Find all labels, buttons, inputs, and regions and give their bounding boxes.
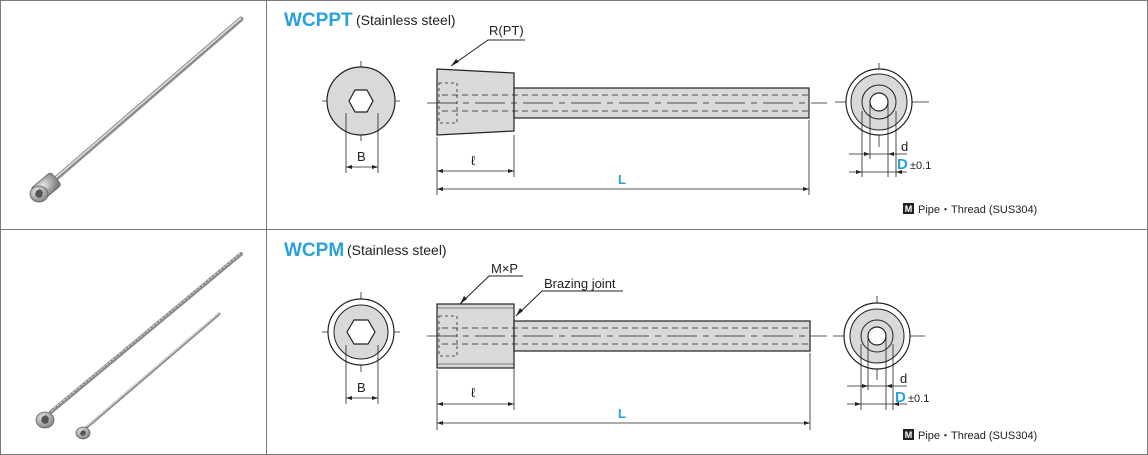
wcpm-dim-l: ℓ	[471, 385, 476, 400]
table-border-left	[0, 0, 1, 455]
wcppt-dim-B: B	[357, 149, 366, 164]
wcppt-thread-label: R(PT)	[489, 23, 524, 38]
wcppt-material-badge	[903, 203, 914, 214]
wcpm-side-view: ℓ L	[427, 303, 827, 430]
svg-text:M: M	[905, 430, 913, 440]
wcppt-dim-l: ℓ	[471, 153, 476, 168]
wcppt-tolerance: ±0.1	[910, 160, 931, 172]
wcpm-drawing: WCPM (Stainless steel) M×P Brazing joint…	[284, 240, 1037, 442]
wcpm-dim-B: B	[357, 380, 366, 395]
wcppt-drawing: WCPPT (Stainless steel) R(PT) B ℓ L	[284, 10, 1037, 216]
wcpm-thread-label: M×P	[491, 261, 518, 276]
wcpm-title: WCPM	[284, 240, 344, 261]
wcpm-dim-L: L	[618, 406, 626, 421]
wcppt-dim-D: D	[897, 156, 908, 173]
wcppt-title: WCPPT	[284, 10, 353, 31]
wcpm-tolerance: ±0.1	[908, 393, 929, 405]
wcpm-joint-label: Brazing joint	[544, 276, 616, 291]
table-border-top	[0, 0, 1148, 1]
wcpm-end-view-pipe: d D ±0.1	[833, 296, 929, 410]
wcppt-end-view-pipe: d D ±0.1	[835, 63, 931, 177]
wcppt-subtitle: (Stainless steel)	[356, 12, 456, 28]
row-divider	[0, 229, 1148, 230]
wcppt-dim-L: L	[618, 172, 626, 187]
column-divider	[266, 0, 267, 455]
wcpm-dim-d: d	[900, 371, 907, 386]
wcppt-side-view: ℓ L	[427, 68, 827, 195]
wcppt-product-photo	[29, 16, 244, 203]
wcpm-material-badge	[903, 429, 914, 440]
svg-text:M: M	[905, 204, 913, 214]
wcpm-material-text: Pipe・Thread (SUS304)	[918, 430, 1037, 442]
wcpm-end-view-hex: B	[322, 292, 400, 404]
wcpm-dim-D: D	[895, 389, 906, 406]
wcpm-subtitle: (Stainless steel)	[347, 242, 447, 258]
wcppt-material-text: Pipe・Thread (SUS304)	[918, 204, 1037, 216]
wcppt-dim-d: d	[901, 139, 908, 154]
wcppt-end-view-hex: B	[322, 61, 400, 173]
wcpm-product-photo	[35, 252, 243, 440]
